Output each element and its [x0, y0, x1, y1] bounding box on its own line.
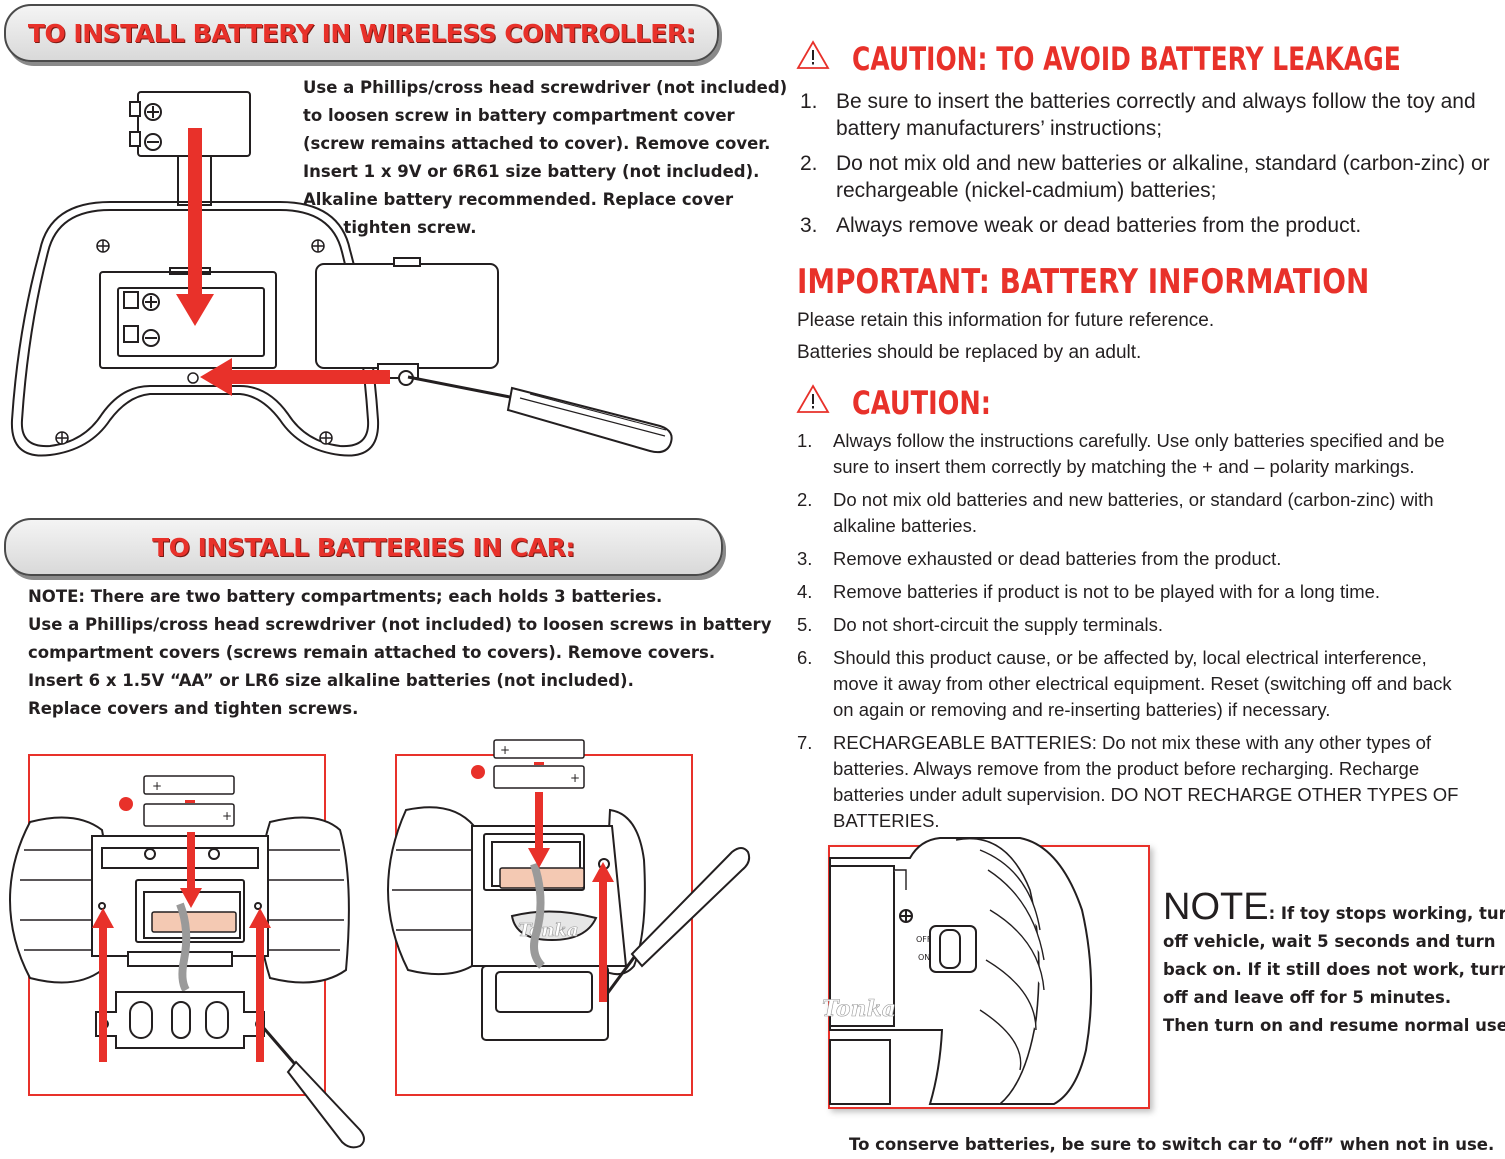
caution-title: CAUTION:: [852, 384, 992, 422]
caution-list: 1.Always follow the instructions careful…: [797, 428, 1477, 834]
car-rear-illustration: Tonka + +: [386, 739, 751, 1041]
car-front-arrows: [92, 832, 271, 1062]
controller-line: to loosen screw in battery compartment c…: [303, 106, 735, 125]
controller-banner: TO INSTALL BATTERY IN WIRELESS CONTROLLE…: [4, 4, 719, 62]
battery-plus: +: [570, 771, 580, 785]
screwdriver: [602, 847, 751, 999]
note-line: Then turn on and resume normal use.: [1163, 1016, 1505, 1035]
important-title: IMPORTANT: BATTERY INFORMATION: [797, 262, 1370, 302]
warning-icon: [796, 40, 830, 69]
note-line: off and leave off for 5 minutes.: [1163, 988, 1452, 1007]
caution-item: 5.Do not short-circuit the supply termin…: [797, 614, 1164, 635]
car-line: compartment covers (screws remain attach…: [28, 643, 716, 662]
controller-line: (screw remains attached to cover). Remov…: [303, 134, 771, 153]
leakage-title: CAUTION: TO AVOID BATTERY LEAKAGE: [852, 40, 1401, 78]
note-block: NOTE: If toy stops working, turn off veh…: [1163, 888, 1505, 1040]
important-line: Please retain this information for futur…: [797, 310, 1215, 331]
switch-off-label: OFF: [916, 935, 932, 944]
battery-plus: +: [222, 809, 232, 823]
footer-note: To conserve batteries, be sure to switch…: [849, 1135, 1495, 1154]
screwdriver: [260, 1025, 365, 1149]
car-front-cover: [95, 991, 265, 1049]
caution-item: 2.Do not mix old batteries and new batte…: [797, 489, 1434, 536]
note-line: back on. If it still does not work, turn: [1163, 960, 1505, 979]
aa-batteries-loose: [143, 775, 235, 827]
controller-battery-slot: [123, 291, 160, 347]
car-rear-arrows: [528, 792, 614, 1002]
note-word: NOTE: [1163, 886, 1269, 928]
battery-plus: +: [152, 779, 162, 793]
car-banner: TO INSTALL BATTERIES IN CAR:: [4, 518, 723, 576]
leakage-item: 2.Do not mix old and new batteries or al…: [800, 152, 1490, 202]
controller-arrows: [176, 128, 390, 396]
leakage-item: 3.Always remove weak or dead batteries f…: [800, 214, 1362, 237]
caution-item: 6.Should this product cause, or be affec…: [797, 647, 1452, 720]
car-wheels: [8, 816, 350, 984]
aa-batteries-loose: [493, 739, 585, 789]
warning-icon: [796, 384, 830, 413]
car-chassis: [91, 835, 269, 967]
controller-line: and tighten screw.: [303, 218, 477, 237]
note-line: : If toy stops working, turn: [1268, 904, 1505, 923]
controller-banner-title: TO INSTALL BATTERY IN WIRELESS CONTROLLE…: [27, 18, 696, 48]
polarity-marker: [471, 765, 485, 779]
controller-instructions: Use a Phillips/cross head screwdriver (n…: [303, 74, 787, 242]
controller-screw-holes: [55, 239, 333, 445]
negative-mark: [185, 800, 195, 803]
car-line: Insert 6 x 1.5V “AA” or LR6 size alkalin…: [28, 671, 634, 690]
battery-plus: +: [500, 743, 510, 757]
polarity-marker: [119, 797, 133, 811]
switch-illustration: Tonka OFF ON: [822, 837, 1093, 1105]
caution-item: 7.RECHARGEABLE BATTERIES: Do not mix the…: [797, 732, 1459, 831]
important-text: Please retain this information for futur…: [797, 305, 1214, 369]
caution-item: 1.Always follow the instructions careful…: [797, 430, 1445, 477]
leakage-item: 1.Be sure to insert the batteries correc…: [800, 90, 1476, 140]
car-line: NOTE: There are two battery compartments…: [28, 587, 663, 606]
negative-mark: [534, 762, 544, 765]
note-line: off vehicle, wait 5 seconds and turn: [1163, 932, 1496, 951]
car-line: Replace covers and tighten screws.: [28, 699, 359, 718]
car-banner-title: TO INSTALL BATTERIES IN CAR:: [152, 532, 575, 562]
caution-item: 3.Remove exhausted or dead batteries fro…: [797, 548, 1282, 569]
leakage-list: 1.Be sure to insert the batteries correc…: [800, 88, 1490, 239]
controller-illustration: [10, 91, 673, 457]
controller-line: Insert 1 x 9V or 6R61 size battery (not …: [303, 162, 760, 181]
brand-logo: Tonka: [518, 920, 579, 941]
important-line: Batteries should be replaced by an adult…: [797, 342, 1142, 363]
nine-volt-battery: [129, 91, 251, 157]
car-instructions: NOTE: There are two battery compartments…: [28, 583, 771, 723]
controller-line: Use a Phillips/cross head screwdriver (n…: [303, 78, 788, 97]
car-front-illustration: + +: [8, 775, 365, 1149]
brand-logo: Tonka: [822, 996, 896, 1022]
car-line: Use a Phillips/cross head screwdriver (n…: [28, 615, 772, 634]
aa-battery-installed: [151, 911, 237, 933]
switch-on-label: ON: [918, 953, 930, 962]
controller-cover: [315, 257, 499, 386]
controller-line: Alkaline battery recommended. Replace co…: [303, 190, 734, 209]
screwdriver: [407, 375, 673, 454]
caution-item: 4.Remove batteries if product is not to …: [797, 581, 1381, 602]
